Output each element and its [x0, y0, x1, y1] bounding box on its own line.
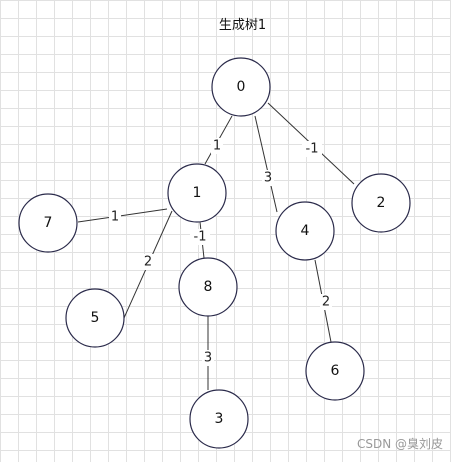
node-circle: [211, 57, 271, 117]
edge-label-background: [302, 141, 322, 157]
edge-weight-label: -1: [194, 230, 207, 245]
node-8: 8: [178, 257, 238, 317]
edge-line: [77, 208, 168, 223]
edge-0-1: 1: [204, 115, 233, 165]
edge-label-background: [320, 294, 332, 310]
edge-0-2: -1: [267, 102, 355, 185]
node-label: 4: [301, 223, 310, 239]
edge-1-5: 2: [123, 210, 173, 319]
node-3: 3: [189, 389, 249, 449]
edges-layer: 1 3 -1 1 2 -1 3 2: [77, 102, 355, 390]
nodes-layer: 0 1 2 3 4 5 6 7 8: [18, 57, 411, 449]
edge-weight-label: 3: [264, 171, 272, 186]
node-label: 7: [44, 215, 53, 231]
edge-weight-label: 1: [213, 139, 221, 154]
watermark: CSDN @臭刘皮: [356, 437, 443, 451]
edge-4-6: 2: [314, 259, 332, 343]
edge-label-background: [190, 229, 210, 245]
node-circle: [65, 288, 125, 348]
node-label: 0: [237, 79, 246, 95]
edge-line: [254, 115, 278, 213]
node-2: 2: [351, 173, 411, 233]
edge-weight-label: 2: [144, 255, 152, 270]
node-circle: [167, 163, 227, 223]
node-label: 6: [331, 363, 340, 379]
edge-1-8: -1: [190, 221, 210, 259]
node-5: 5: [65, 288, 125, 348]
node-circle: [18, 193, 78, 253]
node-circle: [189, 389, 249, 449]
node-circle: [305, 341, 365, 401]
node-4: 4: [275, 201, 335, 261]
edge-1-7: 1: [77, 208, 168, 225]
node-1: 1: [167, 163, 227, 223]
edge-label-background: [142, 254, 154, 270]
node-6: 6: [305, 341, 365, 401]
edge-weight-label: 2: [322, 295, 330, 310]
edge-weight-label: -1: [306, 142, 319, 157]
edge-label-background: [202, 350, 214, 366]
diagram-title: 生成树1: [218, 18, 267, 33]
edge-label-background: [109, 209, 121, 225]
node-label: 2: [377, 195, 386, 211]
node-circle: [351, 173, 411, 233]
node-label: 1: [193, 185, 202, 201]
edge-weight-label: 3: [204, 351, 212, 366]
node-7: 7: [18, 193, 78, 253]
node-circle: [275, 201, 335, 261]
node-0: 0: [211, 57, 271, 117]
edge-weight-label: 1: [111, 210, 119, 225]
edge-0-4: 3: [254, 115, 278, 213]
node-label: 5: [91, 310, 100, 326]
node-label: 3: [215, 411, 224, 427]
edge-8-3: 3: [202, 316, 214, 390]
node-label: 8: [204, 279, 213, 295]
edge-label-background: [262, 170, 274, 186]
edge-label-background: [211, 138, 223, 154]
node-circle: [178, 257, 238, 317]
